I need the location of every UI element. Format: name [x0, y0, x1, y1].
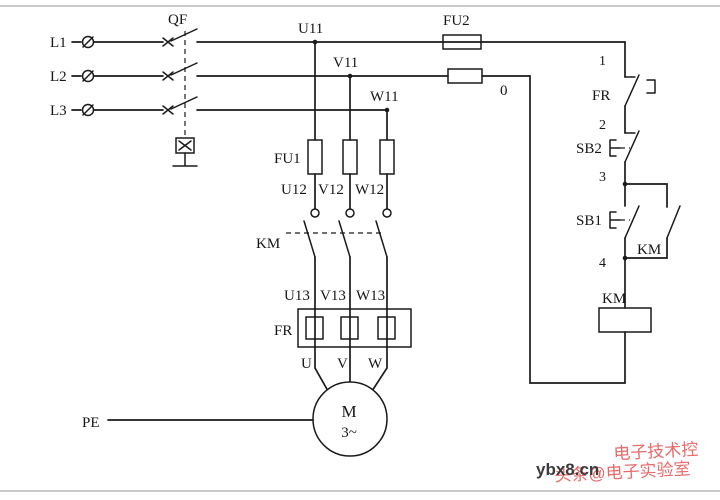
phase-l1-label: L1	[50, 35, 67, 51]
km-main-contact-w-terminal	[382, 208, 392, 218]
phase-l2-label: L2	[50, 69, 67, 85]
v12-label: V12	[318, 182, 344, 198]
phase-l3-label: L3	[50, 103, 67, 119]
fr-release-hook-icon	[646, 79, 656, 94]
watermark-site-text: ybx8.cn	[536, 460, 599, 479]
w12-label: W12	[355, 182, 384, 198]
km-aux-branch-wires	[624, 183, 668, 259]
junction-node-3	[622, 181, 628, 187]
fu1-label: FU1	[274, 151, 301, 167]
breaker-trip-lead	[172, 152, 198, 167]
fu2-fuse-2-icon	[447, 68, 483, 84]
qf-circuit-breaker: QF	[162, 12, 198, 167]
km-aux-label: KM	[637, 242, 661, 258]
page-frame	[0, 5, 720, 492]
breaker-contact-x-marks	[162, 37, 174, 115]
u13-label: U13	[284, 288, 310, 304]
fu2-control-fuses: FU2 0	[442, 13, 508, 99]
u11-label: U11	[298, 21, 323, 37]
sb2-nc-contact-icon	[624, 130, 640, 163]
km-coil-icon	[598, 307, 652, 333]
fr-heater-u-icon	[305, 316, 324, 340]
fr-heater-v-icon	[340, 316, 359, 340]
control-circuit: 1 2 3 4 FR SB2 SB1 KM KM	[529, 41, 681, 384]
sb2-label: SB2	[576, 141, 602, 157]
neutral-0-label: 0	[500, 83, 508, 99]
motor-circle-icon	[312, 381, 388, 457]
power-bus: U11 V11 W11	[196, 21, 626, 113]
u12-label: U12	[281, 182, 307, 198]
fr-overload-box	[297, 308, 412, 348]
motor-phase-label: 3~	[341, 425, 357, 441]
km-main-label: KM	[256, 236, 280, 252]
qf-label: QF	[168, 12, 187, 28]
node-2-label: 2	[599, 118, 606, 133]
v13-label: V13	[320, 288, 346, 304]
sb1-label: SB1	[576, 213, 602, 229]
sb1-plunger-icon	[609, 211, 621, 229]
bus-wires	[196, 41, 626, 111]
fr-heater-label: FR	[274, 323, 292, 339]
w-label: W	[368, 356, 383, 372]
node-3-label: 3	[599, 170, 606, 185]
watermark-brand-text: 电子技术控	[613, 440, 699, 463]
motor-m-label: M	[341, 402, 356, 421]
w11-label: W11	[370, 89, 399, 105]
fu2-label: FU2	[443, 13, 470, 29]
junction-node-4	[622, 255, 628, 261]
node-4-label: 4	[599, 256, 606, 271]
km-main-contact-u-terminal	[310, 208, 320, 218]
km-coil-label: KM	[602, 291, 626, 307]
sb2-plunger-icon	[609, 139, 621, 157]
fu1-fuse-v-icon	[342, 139, 358, 175]
supply-lead-wires	[71, 41, 164, 111]
pe-label: PE	[82, 415, 100, 431]
u-label: U	[301, 356, 312, 372]
incoming-supply: L1 L2 L3	[50, 35, 164, 119]
w13-label: W13	[356, 288, 385, 304]
breaker-trip-x	[178, 140, 192, 151]
km-aux-contact-icon	[666, 205, 681, 239]
sb1-no-contact-icon	[624, 205, 640, 239]
node-1-label: 1	[599, 54, 606, 69]
fr-nc-contact-icon	[624, 74, 640, 107]
km-main-contact-v-terminal	[345, 208, 355, 218]
terminal-slash-marks	[82, 36, 94, 116]
fu1-fuse-u-icon	[307, 139, 323, 175]
v-label: V	[337, 356, 348, 372]
fu2-fuse-1-icon	[442, 34, 482, 50]
km-main-contact-blades	[303, 220, 388, 258]
watermark: 电子技术控 头条@电子实验室	[554, 440, 699, 486]
fr-heater-w-icon	[377, 316, 396, 340]
fr-contact-label: FR	[592, 88, 610, 104]
fu1-fuse-w-icon	[379, 139, 395, 175]
main-circuit: FU1 U12 V12 W12 KM U13 V13 W13 FR U V W …	[82, 41, 412, 457]
v11-label: V11	[333, 55, 358, 71]
breaker-blades	[170, 28, 198, 110]
main-circuit-wires	[314, 41, 388, 392]
